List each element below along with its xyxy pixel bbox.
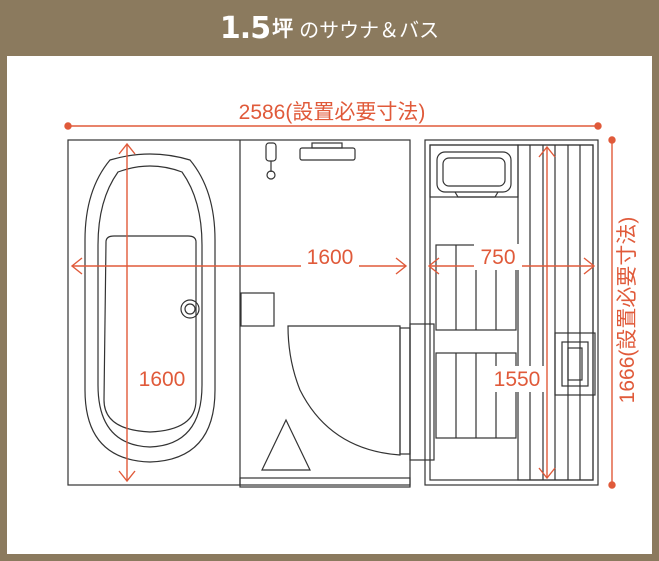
sauna-heater-icon (436, 151, 512, 193)
drain-icon (180, 299, 200, 319)
sauna-bench (517, 144, 594, 481)
title-size-number: 1.5 (219, 10, 271, 46)
sauna-room-outline (424, 139, 599, 486)
sauna-depth-label: 1550 (494, 368, 541, 391)
shower-mixer-icon (299, 147, 356, 161)
floor-plan-panel (7, 56, 652, 554)
title-text: のサウナ＆バス (299, 17, 440, 42)
bathtub (84, 153, 216, 463)
title-size-unit: 坪 (272, 17, 294, 41)
title-bar: 1.5 坪 のサウナ＆バス (0, 0, 659, 56)
total-depth-label: 1666(設置必要寸法) (616, 217, 639, 404)
wash-mirror-icon (240, 292, 275, 327)
faucet-icon (265, 142, 277, 180)
total-width-label: 2586(設置必要寸法) (239, 101, 426, 124)
bath-depth-label: 1600 (139, 368, 186, 391)
sauna-stones-icon (554, 332, 596, 396)
bath-room-outline (67, 139, 411, 486)
door-swing (261, 323, 435, 471)
sauna-width-label: 750 (480, 246, 515, 269)
bath-threshold (239, 477, 411, 488)
sauna-floor-mat (435, 244, 517, 439)
bath-width-label: 1600 (307, 246, 354, 269)
